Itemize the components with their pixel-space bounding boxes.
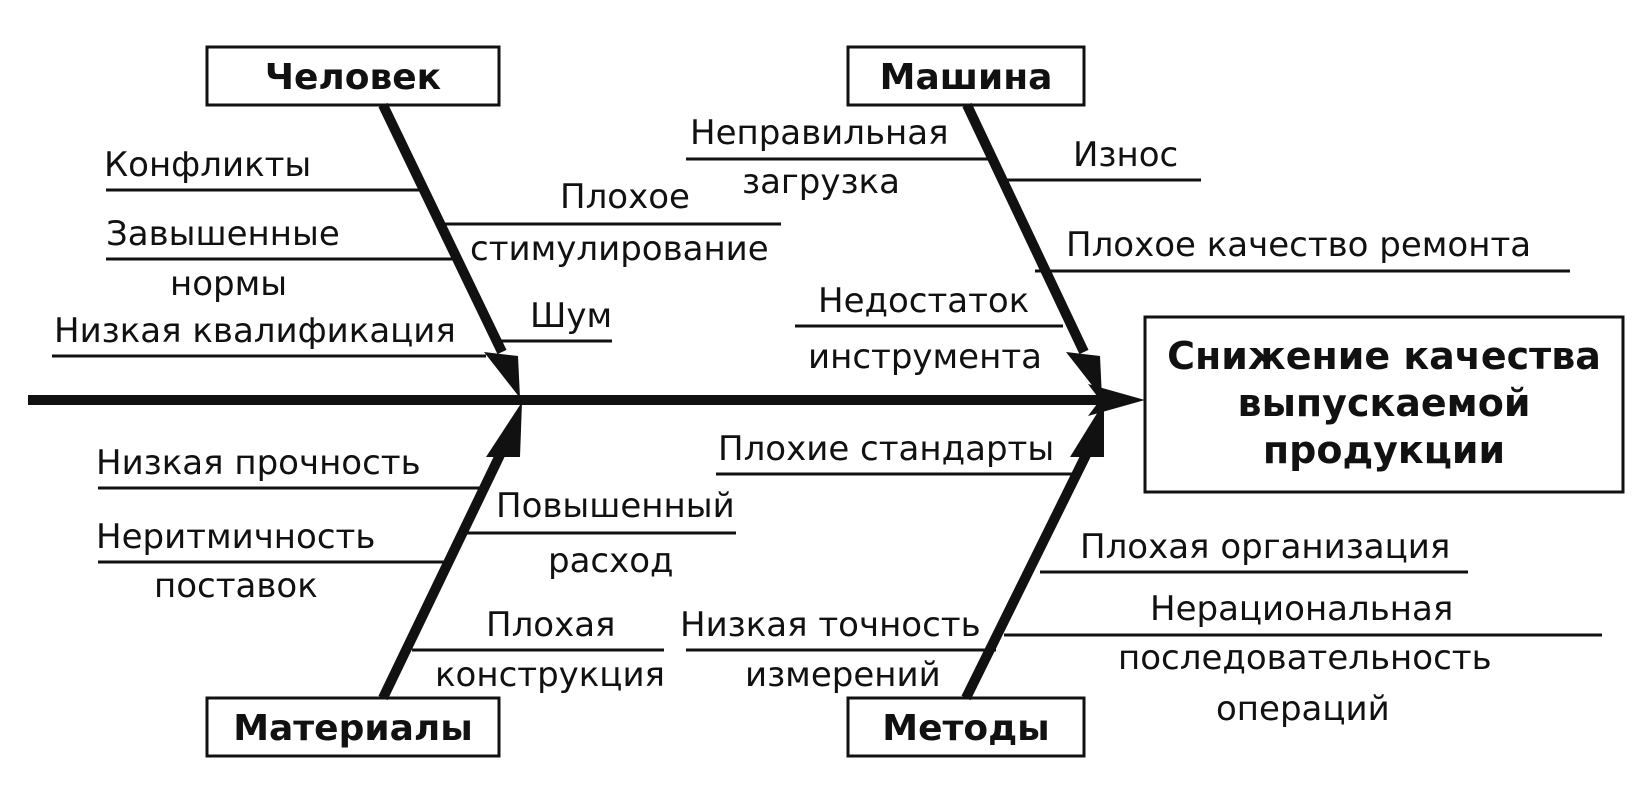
cause-low-precision-2: измерений bbox=[745, 655, 941, 695]
category-box-person bbox=[205, 45, 501, 107]
cause-increased-consumption-1: Повышенный bbox=[496, 486, 735, 526]
bone-machine bbox=[962, 102, 1089, 355]
cause-poor-stimulation-1: Плохое bbox=[560, 177, 690, 217]
bone-materials bbox=[378, 452, 505, 701]
bone-person bbox=[378, 102, 507, 355]
cause-high-norms-1: Завышенные bbox=[106, 214, 340, 254]
cause-increased-consumption-2: расход bbox=[548, 541, 674, 581]
cause-low-precision-1: Низкая точность bbox=[680, 605, 981, 645]
arrowhead-materials bbox=[486, 402, 522, 457]
effect-line-2: выпускаемой bbox=[1238, 381, 1531, 425]
cause-low-strength: Низкая прочность bbox=[96, 443, 421, 483]
cause-poor-organization: Плохая организация bbox=[1080, 527, 1450, 567]
cause-wrong-loading-2: загрузка bbox=[742, 162, 900, 202]
cause-tool-shortage-1: Недостаток bbox=[818, 281, 1029, 321]
category-methods: Методы bbox=[882, 708, 1049, 749]
category-box-methods bbox=[846, 696, 1086, 758]
cause-poor-repair: Плохое качество ремонта bbox=[1066, 225, 1531, 265]
cause-poor-design-1: Плохая bbox=[486, 605, 616, 645]
cause-irrational-sequence-1: Нерациональная bbox=[1150, 589, 1453, 629]
category-box-materials bbox=[205, 696, 501, 758]
effect-line-1: Снижение качества bbox=[1167, 334, 1601, 378]
cause-poor-standards: Плохие стандарты bbox=[718, 429, 1054, 469]
category-materials: Материалы bbox=[233, 708, 473, 749]
effect-box bbox=[1143, 315, 1625, 494]
cause-irregular-supply-2: поставок bbox=[154, 566, 318, 606]
cause-low-qualification: Низкая квалификация bbox=[54, 311, 456, 351]
cause-conflicts: Конфликты bbox=[104, 145, 311, 185]
bone-methods bbox=[961, 452, 1091, 701]
cause-tool-shortage-2: инструмента bbox=[808, 337, 1042, 377]
cause-irregular-supply-1: Неритмичность bbox=[96, 517, 375, 557]
cause-high-norms-2: нормы bbox=[170, 264, 287, 304]
cause-irrational-sequence-2: последовательность bbox=[1118, 638, 1492, 678]
cause-wear: Износ bbox=[1073, 135, 1178, 175]
cause-poor-design-2: конструкция bbox=[435, 655, 665, 695]
cause-noise: Шум bbox=[530, 296, 612, 336]
arrowhead-machine bbox=[1066, 352, 1102, 398]
arrowhead-person bbox=[484, 352, 520, 398]
arrowhead-methods bbox=[1070, 402, 1104, 457]
cause-wrong-loading-1: Неправильная bbox=[690, 113, 949, 153]
category-box-machine bbox=[846, 45, 1086, 107]
effect-line-3: продукции bbox=[1263, 428, 1505, 472]
cause-irrational-sequence-3: операций bbox=[1216, 689, 1390, 729]
cause-poor-stimulation-2: стимулирование bbox=[470, 229, 769, 269]
category-person: Человек bbox=[265, 57, 441, 98]
category-machine: Машина bbox=[880, 57, 1053, 98]
